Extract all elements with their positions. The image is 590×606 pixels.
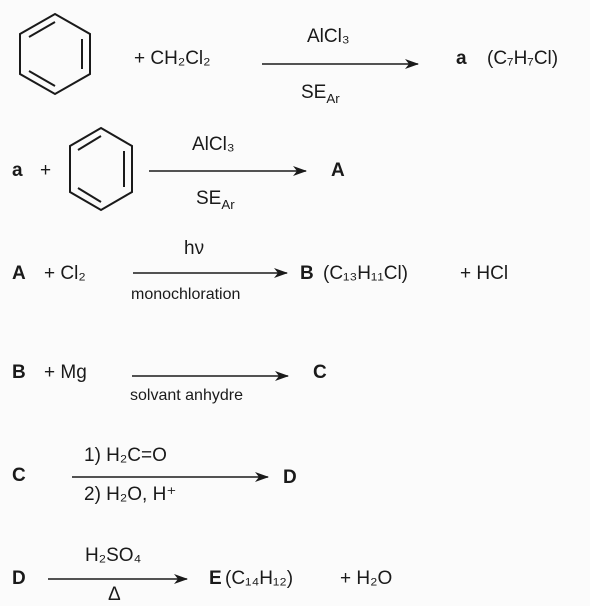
reaction-2-reactant: a	[12, 160, 23, 181]
product-D: D	[283, 467, 297, 488]
reaction-6-below: Δ	[108, 584, 121, 605]
benzene-ring-2	[69, 126, 133, 212]
product-E-formula: (C₁₄H₁₂)	[225, 568, 294, 589]
reaction-4-below: solvant anhydre	[130, 387, 243, 404]
reaction-3-above: hν	[184, 238, 205, 259]
product-E: E	[209, 568, 222, 589]
benzene-ring-1	[19, 12, 91, 96]
product-C: C	[313, 362, 327, 383]
reaction-6-reactant: D	[12, 568, 26, 589]
reaction-3-below: monochloration	[131, 286, 241, 303]
reaction-2-condition: SEAr	[196, 188, 235, 212]
product-B-formula: (C₁₃H₁₁Cl)	[323, 263, 409, 284]
reaction-2-plus: +	[40, 160, 52, 181]
reaction-1-reagent: + CH₂Cl₂	[134, 48, 211, 69]
product-a-label: a	[456, 48, 467, 69]
reaction-5-reactant: C	[12, 465, 26, 486]
reaction-2-catalyst: AlCl₃	[192, 134, 235, 155]
reaction-1-catalyst: AlCl₃	[307, 26, 350, 47]
reaction-6-above: H₂SO₄	[85, 545, 142, 566]
reaction-5-step-1: 1) H₂C=O	[84, 445, 167, 466]
reaction-3-reactant: A	[12, 263, 26, 284]
reaction-4-reagent: + Mg	[44, 362, 87, 383]
reaction-4-reactant: B	[12, 362, 26, 383]
product-A: A	[331, 160, 345, 181]
reaction-6-byproduct: + H₂O	[340, 568, 393, 589]
reaction-1-condition: SEAr	[301, 82, 340, 106]
product-B: B	[300, 263, 314, 284]
reaction-5-step-2: 2) H₂O, H⁺	[84, 484, 177, 505]
reaction-3-reagent: + Cl₂	[44, 263, 86, 284]
reaction-3-byproduct: + HCl	[460, 263, 509, 284]
product-a-formula: (C₇H₇Cl)	[487, 48, 559, 69]
